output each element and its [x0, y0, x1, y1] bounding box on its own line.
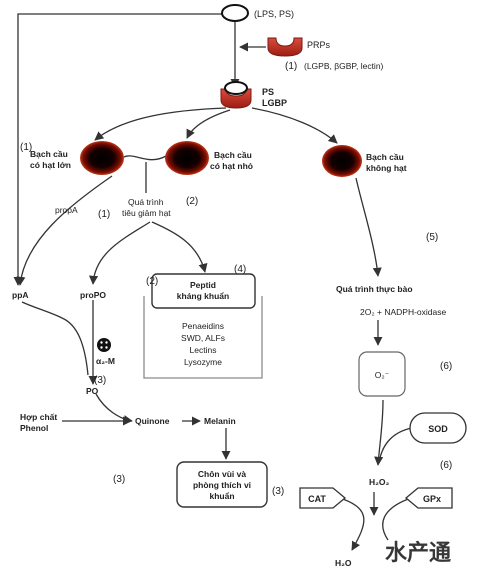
agranular-cell-label-1: Bạch cầu [366, 152, 404, 162]
large-granular-cell-icon [80, 141, 124, 175]
bury-release-box [176, 461, 268, 508]
large-cell-label-2: có hạt lớn [30, 160, 71, 170]
peptide-number-left: (2) [146, 276, 158, 287]
small-cell-label-2: có hạt nhỏ [210, 161, 253, 171]
prps-label: PRPs [307, 40, 331, 50]
watermark-logo: 水产通 [385, 540, 451, 565]
cat-to-h2o-curve [336, 496, 365, 551]
peptide-item: SWD, ALFs [181, 333, 225, 343]
peptide-list-bracket [143, 296, 263, 379]
alpha2-dot [105, 341, 108, 344]
quinone-label: Quinone [135, 416, 170, 426]
alpha2-macroglobulin-icon [97, 338, 111, 352]
agranular-cell-icon [322, 145, 362, 177]
peptide-item: Penaeidins [182, 321, 224, 331]
gpx-to-h2o-curve [382, 496, 415, 541]
to-ppa-arrow [16, 175, 113, 286]
to-peptide-arrow [151, 221, 208, 273]
sod-label-shape [409, 412, 467, 444]
phenol-label-1: Hợp chất [20, 412, 57, 422]
small-cell-label-1: Bạch cầu [214, 150, 252, 160]
h2o2-label: H₂O₂ [369, 477, 390, 487]
prps-number: (1) [285, 61, 297, 72]
peptide-item: Lectins [190, 345, 217, 355]
superoxide-number: (6) [440, 361, 452, 372]
peptide-title-box [151, 273, 256, 309]
cells-connector [123, 155, 167, 161]
agranular-cell-label-2: không hạt [366, 163, 407, 173]
sod-label: SOD [428, 424, 448, 434]
gpx-label: GPx [423, 494, 441, 504]
large-cell-label-1: Bạch cầu [30, 149, 68, 159]
h2o-label: H₂O [335, 558, 352, 568]
lps-ps-particle-icon [221, 4, 249, 22]
peptide-number-right: (4) [234, 264, 246, 275]
agranular-to-phagocytosis-arrow [355, 177, 382, 277]
degranulation-number-left: (1) [98, 209, 110, 220]
alpha2-dot [100, 341, 103, 344]
propo-label: proPO [80, 290, 106, 300]
superoxide-label: O₂⁻ [375, 370, 390, 380]
ps-lgbp-receptor-icon [220, 88, 252, 109]
ps-particle-icon [224, 81, 248, 95]
lps-ps-label: (LPS, PS) [254, 9, 294, 19]
peptide-title-2: kháng khuẩn [177, 291, 229, 301]
ps-label: PS [262, 87, 274, 97]
lgbp-label: LGBP [262, 98, 287, 108]
ppa-to-po-curve [21, 301, 89, 376]
prps-detail: (LGPB, βGBP, lectin) [304, 61, 384, 71]
degranulation-number-right: (2) [186, 196, 198, 207]
bury-label-3: khuẩn [209, 491, 234, 501]
bury-label-2: phòng thích vi [193, 480, 251, 490]
ppa-label: ppA [12, 290, 29, 300]
left-number-3: (3) [113, 474, 125, 485]
alpha2-dot [100, 346, 103, 349]
po-number: (3) [94, 375, 106, 386]
melanin-label: Melanin [204, 416, 236, 426]
h2o2-number: (6) [440, 460, 452, 471]
superoxide-box [358, 351, 406, 397]
prps-receptor-icon [267, 37, 303, 57]
peptide-item: Lysozyme [184, 357, 222, 367]
nadph-oxidase-label: 2O₂ + NADPH-oxidase [360, 307, 446, 317]
left-loop-line [13, 13, 222, 286]
large-cell-number: (1) [20, 142, 32, 153]
propa-label: propA [55, 205, 78, 215]
peptide-title-1: Peptid [190, 280, 216, 290]
ps-to-large-cell-arrow [94, 107, 227, 141]
gpx-label-shape [404, 487, 453, 509]
ps-to-small-cell-arrow [186, 109, 231, 139]
alpha2-dot [105, 346, 108, 349]
phagocytosis-number: (5) [426, 232, 438, 243]
phagocytosis-label: Quá trình thực bào [336, 284, 413, 294]
sod-to-h2o2-curve [379, 427, 413, 459]
superoxide-to-h2o2-arrow [374, 399, 384, 466]
cat-label-shape [299, 487, 347, 509]
degranulation-label-2: tiêu giảm hạt [122, 208, 171, 218]
po-label: PO [86, 386, 99, 396]
po-to-quinone-arrow [95, 393, 133, 425]
to-propo-arrow [88, 221, 151, 285]
ps-to-agranular-cell-arrow [251, 107, 338, 144]
degranulation-label-1: Quá trình [128, 197, 164, 207]
phenol-label-2: Phenol [20, 423, 48, 433]
small-granular-cell-icon [165, 141, 209, 175]
cat-label: CAT [308, 494, 326, 504]
alpha2-m-label: α₂-M [96, 356, 115, 366]
bury-number: (3) [272, 486, 284, 497]
bury-label-1: Chôn vùi và [198, 469, 246, 479]
